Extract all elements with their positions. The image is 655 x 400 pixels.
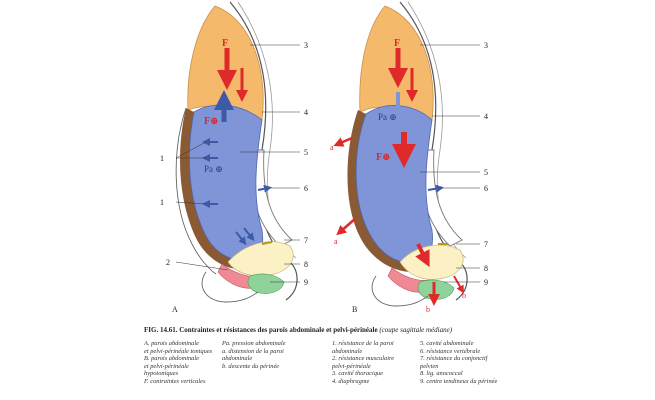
callout-b-8: 8 xyxy=(484,264,488,273)
legend-item: F. contraintes verticales xyxy=(144,377,206,385)
callout-a-1b: 1 xyxy=(160,198,164,207)
spine-arrow-a xyxy=(257,184,272,193)
callout-b-4: 4 xyxy=(484,112,488,121)
legend-item: a. distension de la paroi xyxy=(222,347,284,355)
callout-b-9: 9 xyxy=(484,278,488,287)
legend-item: B. parois abdominale xyxy=(144,355,199,363)
callout-b-6: 6 xyxy=(484,184,488,193)
legend-item: 1. résistance de la paroi xyxy=(332,340,394,347)
floor-arrow-a1 xyxy=(235,231,247,246)
legend-column-4: 5. cavité abdominale 6. résistance verté… xyxy=(420,340,497,386)
legend-item: pelvi-périnéale xyxy=(332,362,371,370)
callout-a-6: 6 xyxy=(304,184,308,193)
figure-caption: FIG. 14.61. Contraintes et résistances d… xyxy=(144,326,644,334)
force-label-b: F xyxy=(394,38,400,49)
abdominal-wall-b xyxy=(347,110,428,272)
legend-item: hypotoniques xyxy=(144,370,179,378)
callout-a-5: 5 xyxy=(304,148,308,157)
legend-item: et pelvi-périnéale toniques xyxy=(144,347,213,355)
pa-label-a: Pa ⊕ xyxy=(204,164,223,174)
legend-item: pelvien xyxy=(420,362,439,370)
callout-b-3: 3 xyxy=(484,41,488,50)
legend-item: 3. cavité thoracique xyxy=(332,370,383,378)
force-label-a: F xyxy=(222,38,228,49)
legend-column-1: A. parois abdominale et pelvi-périnéale … xyxy=(144,340,212,386)
legend-item: 2. résistance musculaire xyxy=(332,355,395,363)
fplus-label-b: F⊕ xyxy=(376,152,391,163)
anatomical-diagram: F F⊕ Pa ⊕ 3 4 5 6 7 8 9 1 1 2 A xyxy=(160,1,488,314)
perineum-arrow-b3 xyxy=(453,275,464,294)
callout-a-7: 7 xyxy=(304,236,308,245)
small-a-b1: a xyxy=(330,143,334,152)
pa-label-b: Pa ⊕ xyxy=(378,112,397,122)
caption-title: Contraintes et résistances des parois ab… xyxy=(179,326,378,334)
legend-item: A. parois abdominale xyxy=(144,340,199,347)
legend-item: 9. centre tendineux du périnée xyxy=(420,377,498,385)
spine-arrow-b xyxy=(427,184,444,193)
callout-a-2: 2 xyxy=(166,258,170,267)
fplus-label-a: F⊕ xyxy=(204,116,219,127)
panel-a-label: A xyxy=(172,305,178,314)
callout-a-4: 4 xyxy=(304,108,308,117)
caption-note: (coupe sagittale médiane) xyxy=(379,326,453,334)
legend-item: 5. cavité abdominale xyxy=(420,340,474,347)
legend-item: abdominale xyxy=(332,347,363,355)
connective-arrow-a xyxy=(261,241,273,245)
small-a-b2: a xyxy=(334,237,338,246)
legend-item: 8. lig. anococcal xyxy=(420,370,463,378)
legend-item: Pa. pression abdominale xyxy=(222,340,286,347)
callout-b-7: 7 xyxy=(484,240,488,249)
abdominal-wall-a xyxy=(180,108,256,270)
callout-a-9: 9 xyxy=(304,278,308,287)
legend-item: 4. diaphragme xyxy=(332,377,370,385)
thigh-outline-a xyxy=(201,271,259,303)
callout-a-3: 3 xyxy=(304,41,308,50)
callout-b-5: 5 xyxy=(484,168,488,177)
legend-column-2: Pa. pression abdominale a. distension de… xyxy=(222,340,286,370)
thigh-outline-b xyxy=(371,275,429,307)
small-b-b2: b xyxy=(462,291,466,300)
perineal-center-a xyxy=(247,273,285,294)
legend-column-3: 1. résistance de la paroi abdominale 2. … xyxy=(332,340,394,386)
pelvic-connective-a xyxy=(227,241,294,277)
panel-b: F Pa ⊕ F⊕ a a b b 3 4 5 6 7 8 9 B xyxy=(330,1,488,314)
callout-a-8: 8 xyxy=(304,260,308,269)
distension-arrow-b2 xyxy=(336,217,357,236)
legend-item: 6. résistance vertébrale xyxy=(420,347,481,355)
small-b-b1: b xyxy=(426,305,430,314)
legend-item: et pelvi-périnéale xyxy=(144,362,189,370)
perineal-center-b xyxy=(417,279,455,300)
legend-item: 7. résistance du conjonctif xyxy=(420,355,488,363)
panel-a: F F⊕ Pa ⊕ 3 4 5 6 7 8 9 1 1 2 A xyxy=(160,1,308,314)
legend-item: abdominale xyxy=(222,355,253,363)
legend-item: b. descente du périnée xyxy=(222,362,280,370)
distension-arrow-b1 xyxy=(333,136,353,147)
panel-b-label: B xyxy=(352,305,357,314)
callout-a-1a: 1 xyxy=(160,154,164,163)
perineum-arrow-b1 xyxy=(415,243,430,268)
floor-arrow-a2 xyxy=(243,227,255,242)
caption-prefix: FIG. 14.61. xyxy=(144,326,178,334)
